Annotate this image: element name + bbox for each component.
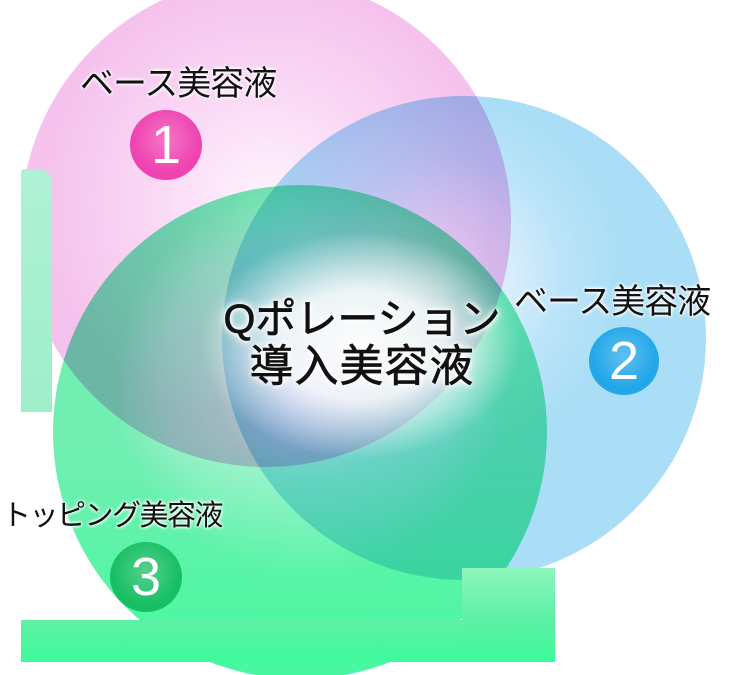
badge-2-number: 2	[608, 331, 640, 391]
label-base-serum-1: ベース美容液	[80, 65, 277, 103]
label-base-serum-2: ベース美容液	[514, 283, 711, 321]
center-title-line2: 導入美容液	[249, 342, 475, 391]
badge-3-number: 3	[130, 547, 162, 607]
badge-2: 2	[589, 327, 659, 395]
center-title: Qポレーション 導入美容液	[162, 296, 562, 391]
green-band-bottom	[21, 620, 462, 662]
badge-1: 1	[130, 110, 202, 180]
center-glow	[155, 200, 565, 490]
label-topping-serum: トッピング美容液	[2, 500, 224, 532]
badge-1-number: 1	[150, 115, 182, 175]
green-band-left	[21, 169, 52, 412]
green-band-bottom-right	[462, 568, 555, 662]
center-title-line1: Qポレーション	[223, 296, 501, 343]
badge-3: 3	[110, 542, 182, 612]
